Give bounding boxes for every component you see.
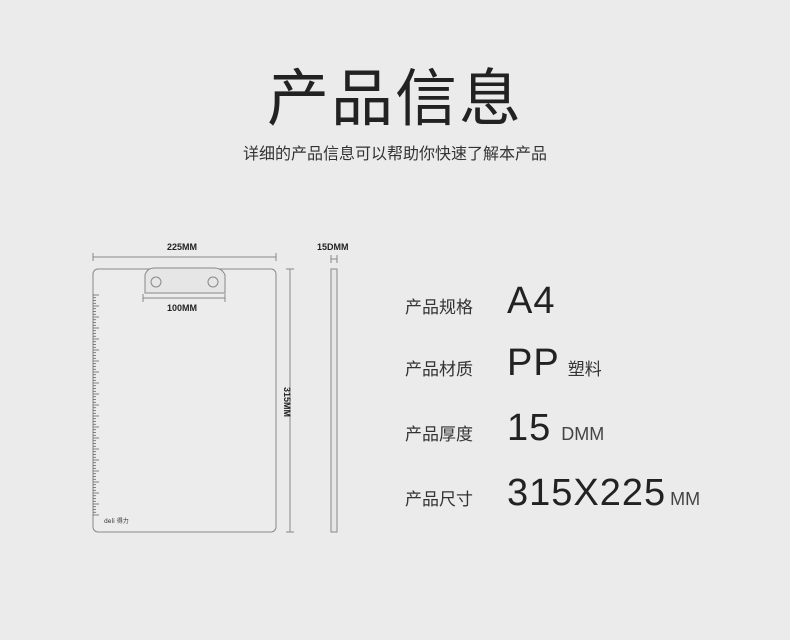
spec-value: A4 (507, 280, 556, 322)
spec-row-dimensions: 产品尺寸 315X225 MM (405, 472, 700, 515)
spec-row-thickness: 产品厚度 15 DMM (405, 407, 604, 450)
width-label: 225MM (167, 242, 198, 252)
clip-width-label: 100MM (167, 303, 198, 313)
page-subtitle: 详细的产品信息可以帮助你快速了解本产品 (242, 144, 547, 163)
spec-row-size: 产品规格 A4 (405, 280, 555, 323)
page-title: 产品信息 (266, 62, 523, 135)
spec-label: 产品厚度 (405, 425, 473, 445)
spec-label: 产品材质 (405, 360, 473, 380)
thickness-label: 15DMM (317, 242, 349, 252)
ruler-ticks (93, 294, 99, 516)
spec-unit: MM (670, 489, 701, 509)
spec-unit: DMM (561, 424, 605, 444)
spec-label: 产品规格 (405, 298, 473, 318)
spec-value: PP (507, 342, 560, 384)
spec-unit: 塑料 (567, 360, 602, 380)
clip (144, 267, 226, 294)
brand-logo: deli 得力 (104, 518, 129, 525)
spec-row-material: 产品材质 PP 塑料 (405, 342, 602, 385)
spec-label: 产品尺寸 (405, 490, 473, 510)
spec-value: 315X225 (507, 472, 667, 514)
spec-value: 15 (507, 407, 552, 449)
side-view (330, 268, 338, 533)
height-label: 315MM (282, 386, 293, 418)
